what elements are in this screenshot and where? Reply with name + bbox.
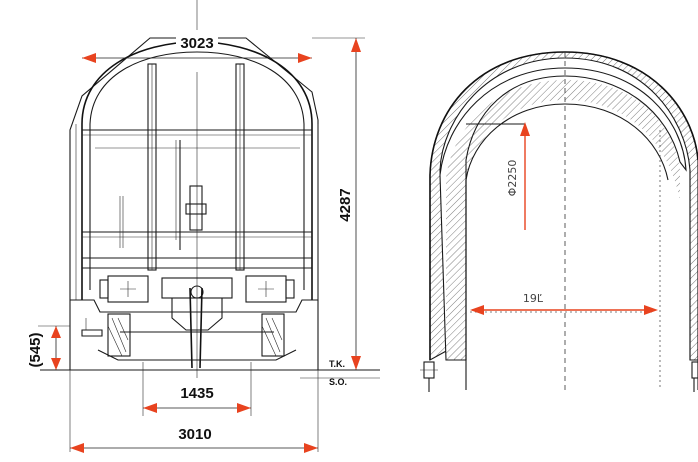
dim-base-width: 3010 <box>70 426 318 453</box>
dim-top-width-label: 3023 <box>180 35 213 52</box>
dim-low-height: (545) <box>27 326 61 370</box>
left-fitting <box>420 361 438 392</box>
dim-diameter-label: Φ2250 <box>506 160 519 197</box>
rail-label-so: S.O. <box>329 377 347 387</box>
right-fitting <box>691 361 698 392</box>
dim-width-label: 19Ľ <box>523 292 544 305</box>
dim-gauge-label: 1435 <box>180 385 213 402</box>
dim-height-label: 4287 <box>337 188 354 221</box>
dim-gauge: 1435 <box>143 385 251 413</box>
tank-section-view: Φ2250 19Ľ <box>420 51 698 392</box>
rail-label-tk: T.K. <box>329 359 345 369</box>
dim-width: 19Ľ <box>470 292 658 315</box>
left-wheel <box>107 313 131 357</box>
dim-top-width: 3023 <box>82 34 312 63</box>
wagon-front-view: 3023 4287 (545) T.K. S.O. 1435 <box>27 0 380 453</box>
dim-base-width-label: 3010 <box>178 426 211 443</box>
dim-low-height-label: (545) <box>27 332 44 367</box>
dim-diameter: Φ2250 <box>506 122 530 230</box>
right-wheel <box>261 313 285 357</box>
dim-height: 4287 <box>337 38 361 370</box>
